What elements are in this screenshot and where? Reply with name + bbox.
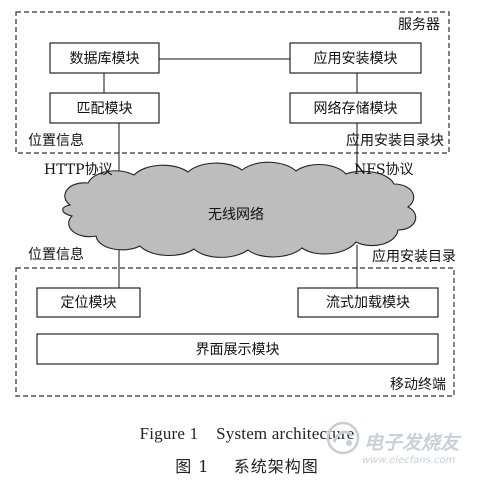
system-architecture-diagram: 服务器 数据库模块 应用安装模块 匹配模块 网络存储模块 位置信息 应用安装目录…	[15, 11, 456, 397]
positioning-module-box	[36, 287, 141, 318]
server-app-install-dir-label: 应用安装目录块	[346, 132, 444, 149]
mobile-terminal-label: 移动终端	[390, 377, 446, 393]
figure-caption-english: Figure 1 System architecture	[139, 424, 355, 443]
ui-display-module-label: 界面展示模块	[196, 342, 280, 358]
app-install-module-label: 应用安装模块	[314, 50, 398, 67]
watermark-logo-icon	[326, 421, 360, 455]
server-label: 服务器	[398, 17, 440, 33]
watermark-url-text: www.elecfans.com	[362, 455, 456, 466]
match-module-box	[49, 92, 160, 124]
server-location-info-label: 位置信息	[28, 132, 84, 149]
streaming-load-module-box	[297, 287, 439, 318]
figure-caption-chinese: 图 1 系统架构图	[175, 457, 319, 476]
mobile-group-border	[15, 267, 455, 397]
net-storage-module-label: 网络存储模块	[314, 101, 398, 117]
wireless-network-label: 无线网络	[208, 207, 264, 223]
server-group-border	[15, 11, 450, 154]
db-module-label: 数据库模块	[70, 51, 140, 67]
net-storage-module-box	[289, 92, 422, 124]
mobile-app-install-dir-label: 应用安装目录	[372, 248, 456, 265]
watermark-brand-text: 电子发烧友	[364, 432, 460, 454]
mobile-location-info-label: 位置信息	[28, 246, 84, 263]
http-protocol-label: HTTP协议	[44, 162, 113, 178]
nfs-protocol-label: NFS协议	[354, 162, 414, 178]
streaming-load-module-label: 流式加载模块	[326, 295, 410, 311]
ui-display-module-box	[36, 333, 439, 365]
match-module-label: 匹配模块	[77, 101, 133, 117]
wireless-network-cloud	[62, 161, 417, 258]
positioning-module-label: 定位模块	[61, 295, 117, 311]
db-module-box	[49, 42, 160, 74]
app-install-module-box	[289, 42, 422, 74]
